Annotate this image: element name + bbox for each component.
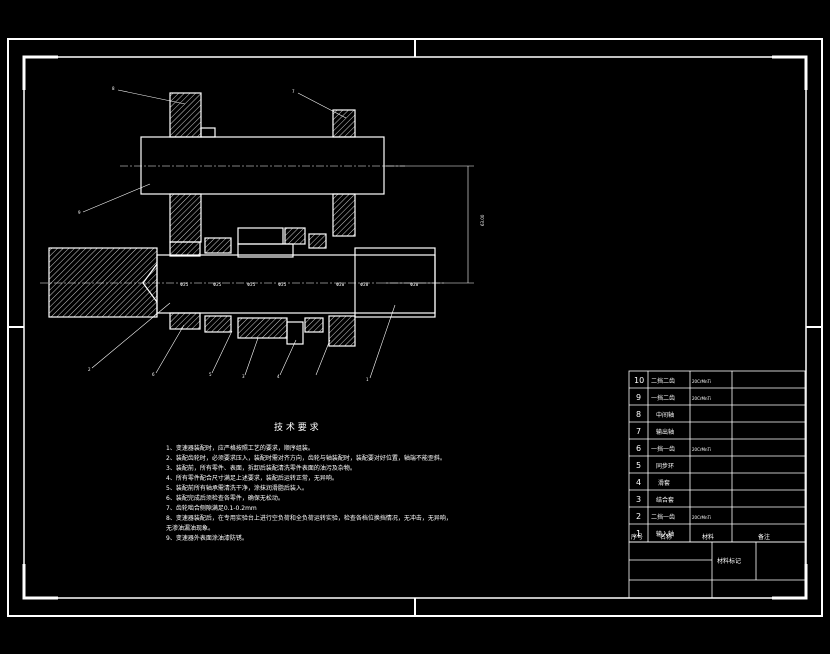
bom-no: 2	[636, 512, 641, 521]
requirement-line: 2、装配齿轮时，必须要求压入，装配时需对齐方向，齿轮与轴装配时，装配要对好位置，…	[166, 454, 446, 462]
bom-name: 同步环	[656, 462, 674, 470]
bom-name: 输入轴	[656, 530, 674, 538]
leader-number: 4	[277, 374, 280, 379]
requirement-line: 无渗油漏油现象。	[166, 524, 214, 532]
bom-no: 5	[636, 461, 641, 470]
requirements-title: 技 术 要 求	[274, 421, 319, 433]
leader-number: 2	[88, 367, 91, 372]
fit-label: Φ28	[336, 282, 345, 287]
sheet-border	[7, 38, 823, 617]
bom-name: 中间轴	[656, 411, 674, 419]
bom-material: 20CrMnTi	[692, 379, 711, 384]
bom-header-name: 名称	[660, 533, 672, 541]
bom-header-material: 材料	[702, 533, 714, 541]
fit-label: Φ28	[410, 282, 419, 287]
bom-name: 二挡二齿	[651, 377, 675, 385]
technical-requirements: 技 术 要 求 1、变速器装配时，应严格按照工艺的要求，顺序组装。 2、装配齿轮…	[166, 421, 452, 542]
bom-no: 6	[636, 444, 641, 453]
leader-number: 9	[78, 210, 81, 215]
requirement-line: 1、变速器装配时，应严格按照工艺的要求，顺序组装。	[166, 444, 314, 452]
leader-number: 8	[112, 86, 115, 91]
bom-name: 一挡二齿	[651, 394, 675, 402]
bom-name: 输出轴	[656, 428, 674, 436]
assembly-view	[40, 89, 474, 379]
leader-number: 1	[366, 377, 369, 382]
bom-no: 3	[636, 495, 641, 504]
fit-label: Φ25	[278, 282, 287, 287]
requirement-line: 8、变速器装配后，在专用实验台上进行空负荷和全负荷运转实验，检查各档位换挡情况，…	[166, 514, 452, 522]
bom-no: 4	[636, 478, 641, 487]
bom-name: 二挡一齿	[651, 513, 675, 521]
bom-name: 一挡一齿	[651, 445, 675, 453]
bom-no: 9	[636, 393, 641, 402]
fit-label: Φ25	[180, 282, 189, 287]
bom-no: 8	[636, 410, 641, 419]
leader-number: 3	[242, 374, 245, 379]
requirement-line: 5、装配前所有轴承需清洗干净，涂抹润滑脂后装入。	[166, 484, 308, 492]
assembly-labels: 63.00 Φ25 Φ25 Φ25 Φ28 Φ28 Φ25 Φ28 8 7 9 …	[78, 86, 485, 382]
bom-header-no: 序号	[631, 533, 643, 541]
bom-no: 7	[636, 427, 641, 436]
fit-label: Φ28	[360, 282, 369, 287]
requirement-line: 3、装配前，所有零件、表面，拆卸后装配清洗零件表面的油污及杂物。	[166, 464, 356, 472]
leader-number: 5	[209, 372, 212, 377]
bom-material: 20CrMnTi	[692, 447, 711, 452]
bom-name: 滑套	[658, 479, 670, 487]
requirement-line: 6、装配完成后须检查各零件，确保无松动。	[166, 494, 284, 502]
bom-no: 10	[634, 376, 644, 385]
requirement-line: 9、变速器外表面涂油漆防锈。	[166, 534, 248, 542]
leader-number: 7	[292, 89, 295, 94]
bom-material: 20CrMnTi	[692, 396, 711, 401]
bom-name: 结合套	[656, 496, 674, 504]
bom-header-remark: 备注	[758, 533, 770, 541]
requirement-line: 7、齿轮啮合侧隙满足0.1-0.2mm	[166, 504, 257, 512]
fit-label: Φ25	[247, 282, 256, 287]
dimension-label: 63.00	[480, 214, 485, 226]
requirement-line: 4、所有零件配合尺寸满足上述要求，装配后运转正常，无异响。	[166, 474, 338, 482]
bom-table: 10 二挡二齿 20CrMnTi 9 一挡二齿 20CrMnTi 8 中间轴 7…	[628, 370, 806, 599]
fit-label: Φ25	[213, 282, 222, 287]
title-block-material-label: 材料标记	[717, 557, 741, 565]
leader-number: 6	[152, 372, 155, 377]
bom-no: 1	[636, 529, 641, 538]
bom-material: 20CrMnTi	[692, 515, 711, 520]
